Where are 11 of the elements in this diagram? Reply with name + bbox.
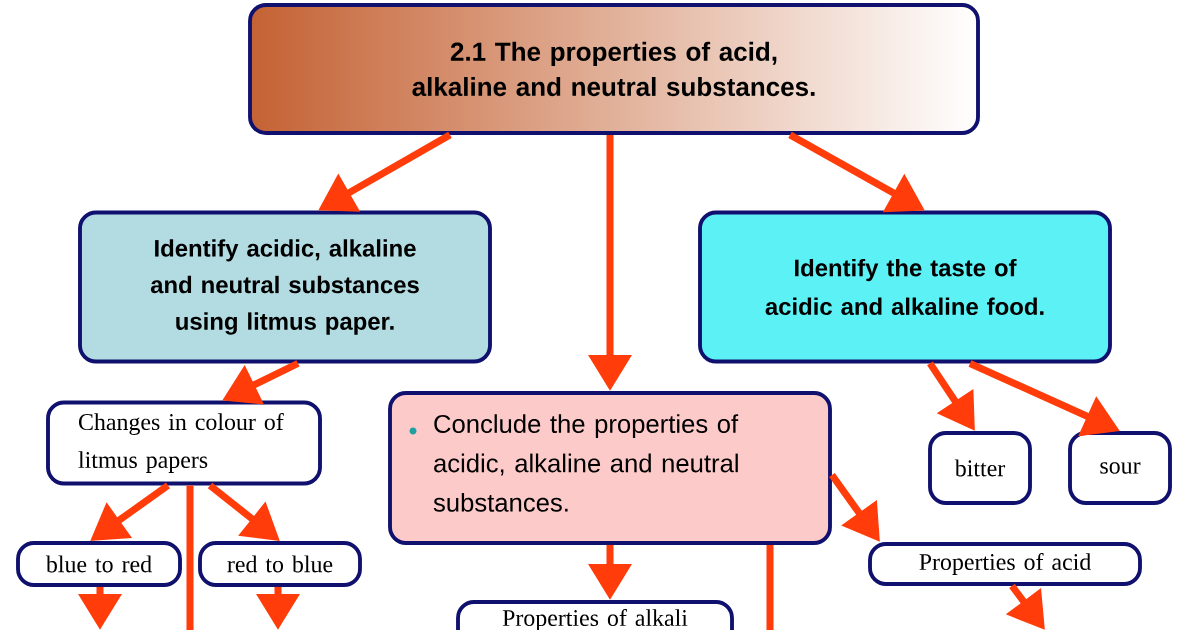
concept-box: Changes in colour of litmus papers [46,400,322,486]
concept-box: sour [1068,431,1172,505]
topic-box: Identify acidic, alkaline and neutral substances using litmus paper. [78,210,492,364]
title-box: 2.1 The properties of acid, alkaline and neutral substances. [248,3,980,135]
concept-box: red to blue [198,541,362,587]
concept-box: Properties of alkali [456,600,734,630]
topic-box: Identify the taste of acidic and alkaline food. [698,210,1112,364]
concept-box: blue to red [16,541,182,587]
concept-box: Properties of acid [868,542,1142,586]
conclusion-box: Conclude the properties of acidic, alkaline and neutral substances. [388,391,832,545]
concept-box: bitter [928,431,1032,505]
